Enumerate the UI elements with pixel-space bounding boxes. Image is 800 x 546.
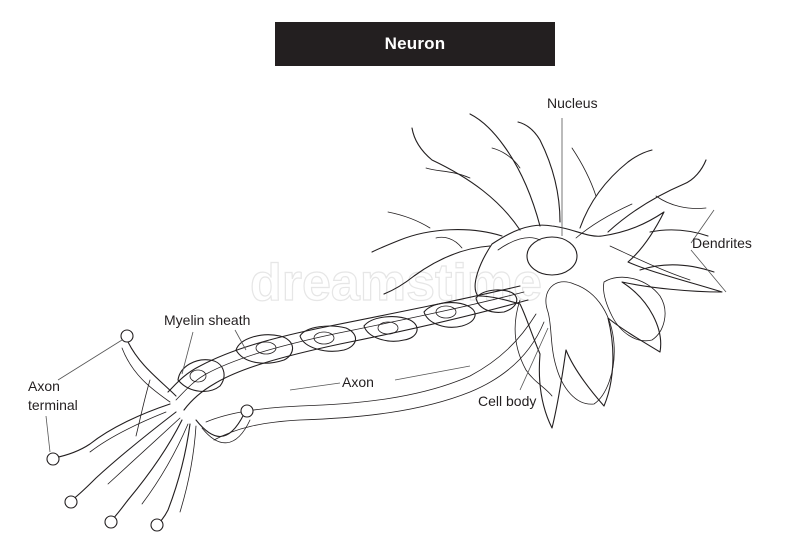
diagram-title: Neuron	[384, 34, 446, 53]
cell-body-label: Cell body	[478, 393, 536, 409]
myelin-leader-line-right	[234, 329, 247, 351]
myelin-leader-line-left	[181, 331, 194, 375]
axon-leader-line-right	[394, 365, 471, 381]
dendrites-label: Dendrites	[692, 235, 752, 251]
axon-terminal-leader-line-bottom	[45, 415, 51, 453]
myelin-sheath-shape	[177, 289, 518, 392]
axon-label: Axon	[342, 374, 374, 390]
axon-terminal-shape	[46, 329, 254, 532]
title-banner: Neuron	[275, 22, 555, 66]
axon-terminal-label-line1: Axon	[28, 378, 60, 394]
dendrites-shape	[371, 113, 715, 295]
dendrites-leader-line-bottom	[690, 249, 727, 293]
watermark: dreamstime	[250, 254, 542, 312]
cell-body-leader-line	[519, 327, 549, 391]
dendrites-leader-line-top	[690, 209, 715, 244]
axon-terminal-leader-line-top	[57, 339, 123, 381]
myelin-sheath-label: Myelin sheath	[164, 312, 250, 328]
axon-leader-line	[289, 382, 341, 391]
nucleus-label: Nucleus	[547, 95, 598, 111]
axon-terminal-label-line2: terminal	[28, 397, 78, 413]
nucleus-shape	[526, 236, 578, 276]
